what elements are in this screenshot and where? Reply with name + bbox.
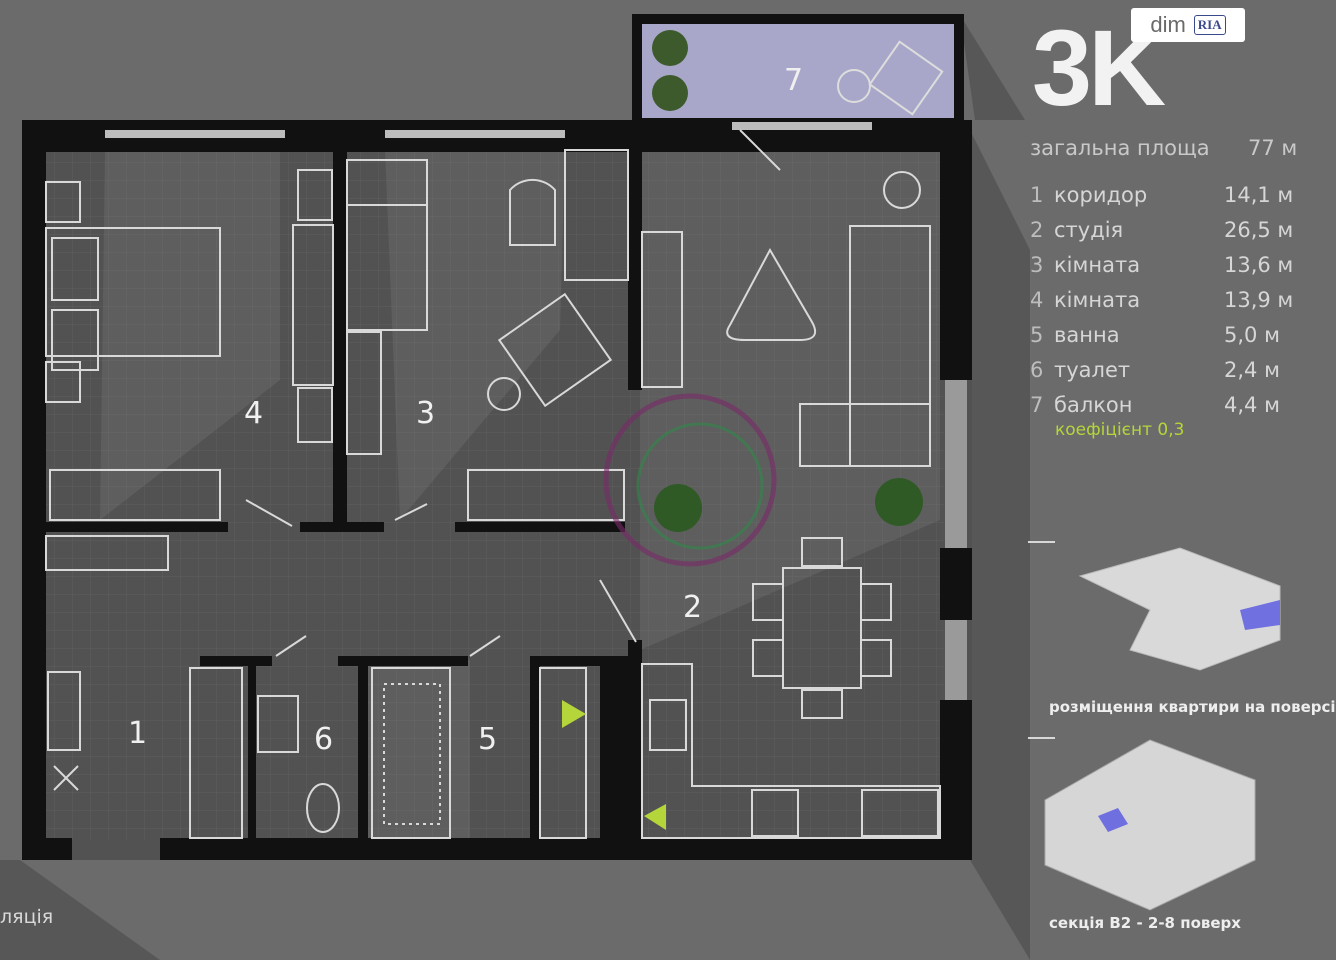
list-item: 5 ванна 5,0 м [1030,323,1290,358]
windows [105,122,967,700]
room-number: 4 [1030,288,1044,312]
room-area: 13,9 м [1224,288,1294,312]
room-list: 1 коридор 14,1 м 2 студія 26,5 м 3 кімна… [1030,183,1294,428]
room-label-4: 4 [244,396,264,431]
room-number: 2 [1030,218,1044,242]
room-label-5: 5 [478,722,498,757]
room-area: 13,6 м [1224,253,1294,277]
furniture [45,129,941,839]
plants [654,478,923,532]
total-area-value: 77 м [1248,136,1298,160]
list-item: 6 туалет 2,4 м [1030,358,1290,393]
total-area-label: загальна площа [1030,136,1210,160]
list-item: 4 кімната 13,9 м [1030,288,1294,323]
floor-plan [0,14,1281,960]
balcony [632,14,964,122]
divider [1028,541,1055,543]
room-number: 1 [1030,183,1044,207]
total-area: загальна площа 77 м [1030,136,1297,160]
placement-caption: розміщення квартири на поверсі [1049,698,1336,716]
room-number: 5 [1030,323,1044,347]
room-name: кімната [1054,253,1141,277]
list-item: 2 студія 26,5 м [1030,218,1294,253]
floor-grid [44,150,944,840]
room-name: ванна [1054,323,1120,347]
room-number: 7 [1030,393,1044,417]
room-label-6: 6 [314,722,334,757]
room-number: 3 [1030,253,1044,277]
room-label-1: 1 [128,716,148,751]
light-beams [100,150,940,840]
room-label-2: 2 [683,590,703,625]
dimria-logo[interactable]: dim RIA [1131,8,1245,42]
placement-diagram [1078,547,1281,671]
divider [1028,737,1055,739]
room-area: 5,0 м [1224,323,1280,347]
bottom-left-text: ляція [0,906,54,928]
room-label-7: 7 [784,63,804,98]
list-item: 1 коридор 14,1 м [1030,183,1294,218]
section-caption: секція В2 - 2-8 поверх [1049,914,1241,932]
logo-badge-text: RIA [1193,15,1226,35]
room-area: 26,5 м [1224,218,1294,242]
entrance-arrows [562,700,666,830]
drop-shadows [0,15,1030,960]
balcony-coefficient: коефіцієнт 0,3 [1055,420,1185,440]
room-name: балкон [1054,393,1133,417]
room-name: коридор [1054,183,1148,207]
room-area: 4,4 м [1224,393,1280,417]
list-item: 7 балкон 4,4 м [1030,393,1290,428]
room-name: туалет [1054,358,1131,382]
room-label-3: 3 [416,396,436,431]
logo-text: dim [1150,12,1186,37]
section-diagram [1044,739,1256,911]
room-area: 2,4 м [1224,358,1280,382]
room-name: кімната [1054,288,1141,312]
room-number: 6 [1030,358,1044,382]
watermark-logo [603,393,777,567]
room-name: студія [1054,218,1124,242]
list-item: 3 кімната 13,6 м [1030,253,1294,288]
room-area: 14,1 м [1224,183,1294,207]
